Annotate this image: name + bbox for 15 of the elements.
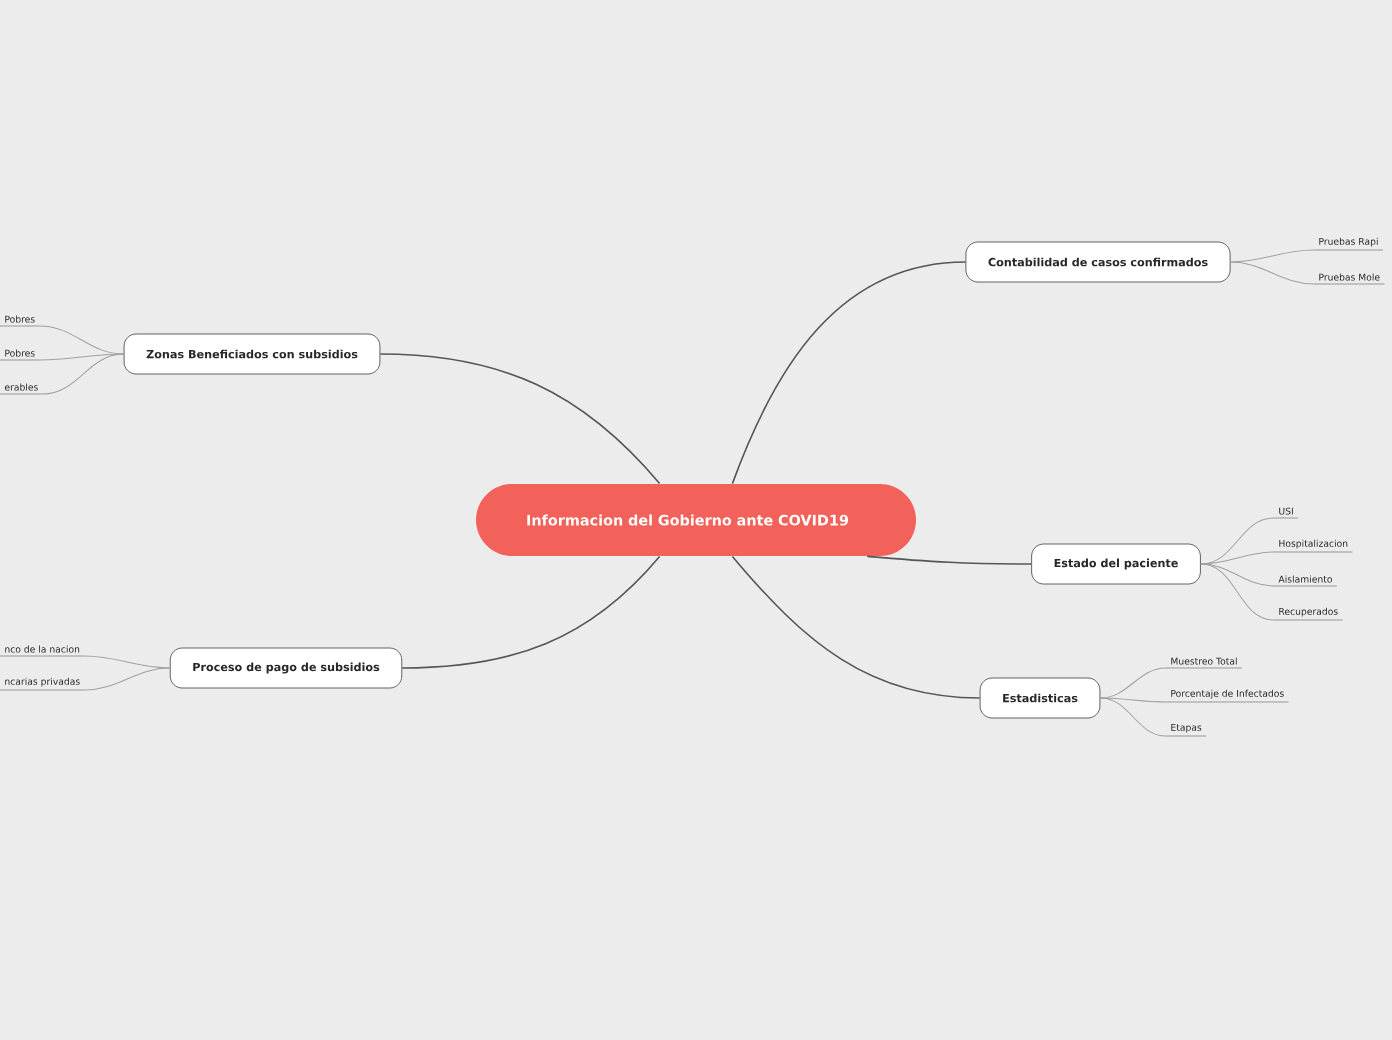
connector-line <box>866 555 1033 565</box>
connector-line <box>83 655 171 669</box>
connector-line <box>379 353 661 485</box>
connector-line <box>42 353 125 395</box>
connector-line <box>1099 697 1167 737</box>
connector-line <box>84 667 171 691</box>
connector-line <box>1200 563 1275 621</box>
connector-line <box>731 261 967 485</box>
connector-line <box>1230 261 1315 285</box>
connector-line <box>401 555 661 669</box>
connector-line <box>1099 697 1167 703</box>
connector-line <box>39 353 125 361</box>
connector-line <box>1230 249 1315 263</box>
connector-line <box>1200 551 1275 565</box>
connector-line <box>731 555 981 699</box>
